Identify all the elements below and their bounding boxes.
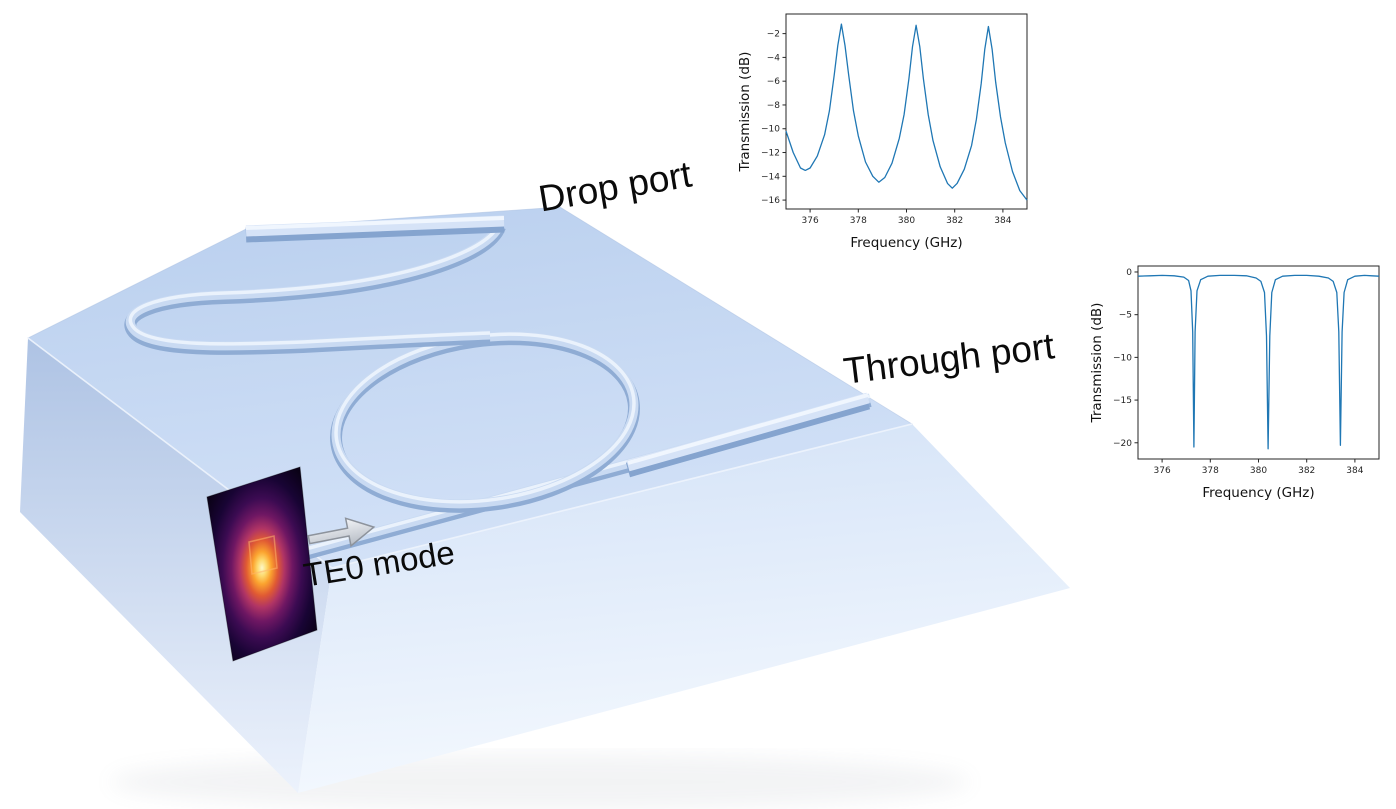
y-tick-label: −8	[767, 101, 781, 111]
x-axis-label: Frequency (GHz)	[1202, 485, 1314, 501]
x-tick-label: 376	[1154, 466, 1171, 476]
y-tick-label: −20	[1113, 439, 1132, 449]
mode-profile-image	[206, 466, 318, 662]
y-tick-label: −10	[1113, 353, 1132, 363]
y-tick-label: −2	[767, 30, 780, 40]
plot-frame	[785, 13, 1028, 210]
spectrum-line	[785, 23, 1028, 201]
chip-front-right-edge-highlight	[331, 423, 913, 569]
x-tick-label: 378	[850, 216, 867, 226]
plot-frame	[1137, 265, 1380, 460]
drop-spectrum-svg: 376 378 380 382 384 −2 −4 −6 −8 −10 −12 −14 −16Frequ…	[737, 13, 1028, 251]
chip-shadow	[110, 754, 970, 809]
x-tick-label: 384	[1346, 466, 1363, 476]
x-tick-label: 382	[946, 216, 963, 226]
drop-port-ridge	[246, 218, 504, 235]
x-tick-label: 380	[898, 216, 915, 226]
y-tick-label: −12	[761, 149, 780, 159]
y-axis-label: Transmission (dB)	[1089, 303, 1105, 424]
chip-right-face	[298, 424, 1070, 793]
x-tick-label: 384	[994, 216, 1011, 226]
y-tick-label: −5	[1119, 311, 1132, 321]
propagation-arrow-icon	[307, 517, 376, 548]
y-tick-label: −15	[1113, 396, 1132, 406]
y-tick-label: −10	[761, 125, 780, 135]
y-axis-label: Transmission (dB)	[737, 52, 753, 173]
spectrum-line	[1137, 274, 1380, 450]
x-tick-label: 380	[1250, 466, 1267, 476]
x-tick-label: 376	[802, 216, 819, 226]
y-tick-label: −16	[761, 196, 780, 206]
x-tick-label: 382	[1298, 466, 1315, 476]
y-tick-label: −14	[761, 172, 780, 182]
x-tick-label: 378	[1202, 466, 1219, 476]
y-tick-label: 0	[1126, 268, 1132, 278]
y-tick-label: −4	[767, 53, 781, 63]
chip-left-face	[20, 338, 332, 793]
x-axis-label: Frequency (GHz)	[850, 235, 962, 251]
y-tick-label: −6	[767, 77, 781, 87]
